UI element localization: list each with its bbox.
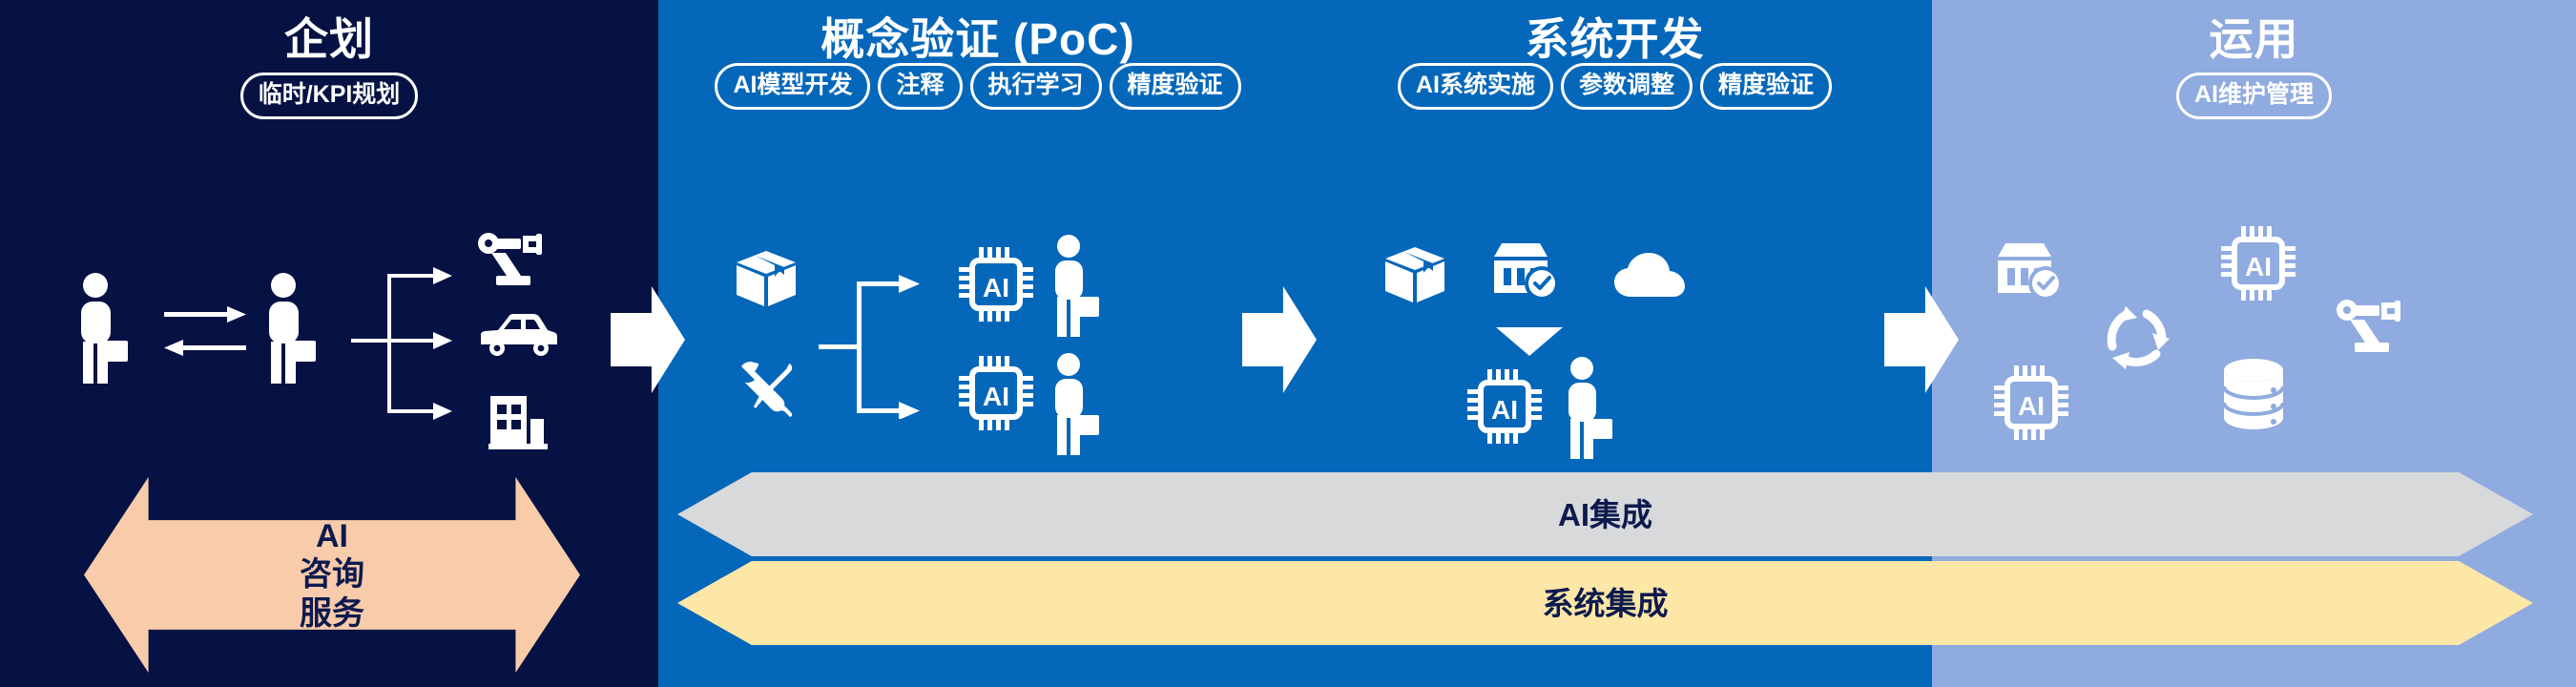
tag-pill[interactable]: 精度验证 — [1109, 63, 1241, 110]
phase-tags-plan: 临时/KPI规划 — [0, 73, 658, 119]
package-box-icon — [1383, 245, 1446, 304]
phase-icons-poc: AI — [735, 234, 1221, 463]
phase-title-poc: 概念验证 (PoC) — [821, 14, 1135, 64]
ai-integration-label: AI集成 — [1558, 496, 1652, 532]
svg-text:AI: AI — [2245, 252, 2272, 281]
svg-text:AI: AI — [2018, 391, 2045, 421]
ai-integration-arrow: AI集成 — [677, 472, 2533, 556]
person-icon — [262, 272, 329, 386]
phase-icons-ops: AI — [1994, 224, 2528, 468]
package-box-icon — [735, 249, 798, 308]
svg-text:AI: AI — [1491, 395, 1518, 425]
system-integration-label: 系统集成 — [1542, 585, 1669, 621]
refresh-cycle-icon — [2097, 299, 2179, 373]
phase-tags-dev: AI系统实施 参数调整 精度验证 — [1298, 63, 1932, 110]
car-icon — [477, 312, 559, 362]
database-icon — [2221, 358, 2286, 430]
tag-pill[interactable]: AI维护管理 — [2175, 73, 2332, 119]
person-icon — [1049, 352, 1112, 457]
tag-pill[interactable]: 临时/KPI规划 — [239, 73, 419, 119]
server-check-icon — [1994, 241, 2067, 301]
person-icon — [1563, 356, 1626, 461]
factory-icon — [488, 392, 548, 449]
svg-text:AI: AI — [983, 382, 1009, 411]
ai-chip-icon: AI — [2221, 226, 2296, 301]
tag-pill[interactable]: 精度验证 — [1700, 63, 1833, 110]
consulting-label-line: 服务 — [300, 594, 364, 632]
robot-arm-icon — [477, 232, 553, 291]
phase-title-plan: 企划 — [284, 14, 374, 64]
consulting-label-line: AI — [316, 518, 348, 555]
tag-pill[interactable]: 参数调整 — [1560, 63, 1693, 110]
phase-tags-poc: AI模型开发 注释 执行学习 精度验证 — [658, 63, 1298, 110]
cloud-icon — [1614, 253, 1685, 299]
tag-pill[interactable]: 执行学习 — [969, 63, 1102, 110]
svg-text:AI: AI — [983, 273, 1009, 302]
down-arrow-icon — [1496, 327, 1563, 356]
phase-title-dev: 系统开发 — [1525, 14, 1705, 64]
exchange-arrows-icon — [164, 302, 246, 362]
tag-pill[interactable]: 注释 — [878, 63, 963, 110]
tag-pill[interactable]: AI模型开发 — [715, 63, 871, 110]
ai-chip-icon: AI — [959, 247, 1033, 322]
ai-chip-icon: AI — [959, 356, 1033, 430]
consulting-service-label: AI 咨询 服务 — [300, 517, 364, 632]
consulting-label-line: 咨询 — [300, 556, 364, 593]
robot-arm-icon — [2336, 299, 2412, 358]
server-check-icon — [1490, 241, 1563, 301]
phase-title-ops: 运用 — [2209, 14, 2299, 64]
ai-chip-icon: AI — [1994, 365, 2068, 440]
tag-pill[interactable]: AI系统实施 — [1397, 63, 1553, 110]
person-icon — [1049, 234, 1112, 339]
person-icon — [74, 272, 141, 386]
phase-icons-plan — [57, 224, 611, 468]
tools-icon — [735, 360, 798, 419]
branch-line-icon — [351, 251, 466, 432]
ai-chip-icon: AI — [1467, 369, 1542, 444]
branch-line-icon — [819, 274, 924, 419]
phase-tags-ops: AI维护管理 — [1932, 73, 2576, 119]
system-integration-arrow: 系统集成 — [677, 561, 2533, 645]
phase-icons-dev: AI — [1383, 224, 1860, 468]
